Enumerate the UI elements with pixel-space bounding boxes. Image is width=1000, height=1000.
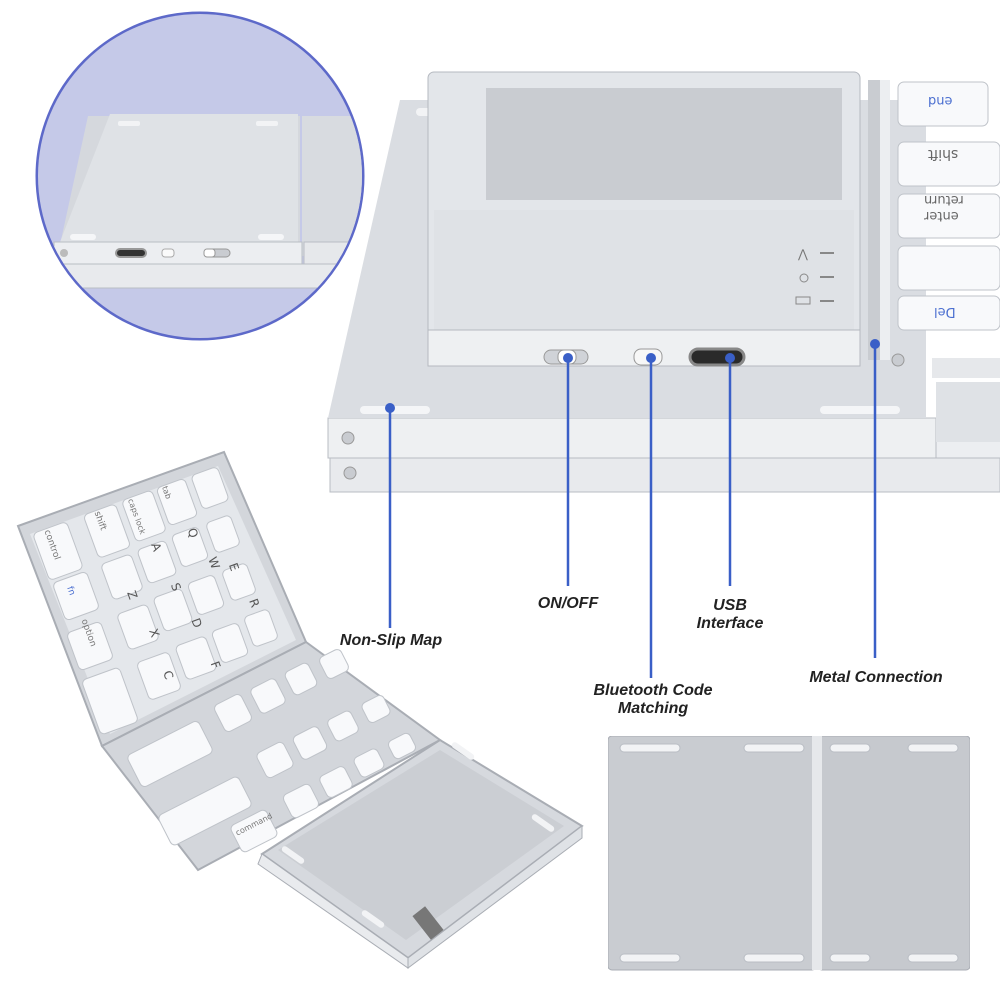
svg-text:⋀: ⋀ — [797, 247, 808, 261]
label-metal-connection: Metal Connection — [809, 669, 943, 686]
label-usb-interface: USB Interface — [696, 597, 764, 632]
folded-keyboard-bottom — [608, 736, 970, 971]
label-on-off: ON/OFF — [537, 595, 599, 612]
label-bluetooth-code-matching: Bluetooth Code Matching — [593, 682, 713, 717]
open-folding-keyboard — [16, 450, 584, 969]
closeup-keyboard-edge: ⋀ — [327, 71, 1000, 493]
label-non-slip-map: Non-Slip Map — [339, 632, 443, 649]
side-port-inset — [35, 11, 365, 341]
